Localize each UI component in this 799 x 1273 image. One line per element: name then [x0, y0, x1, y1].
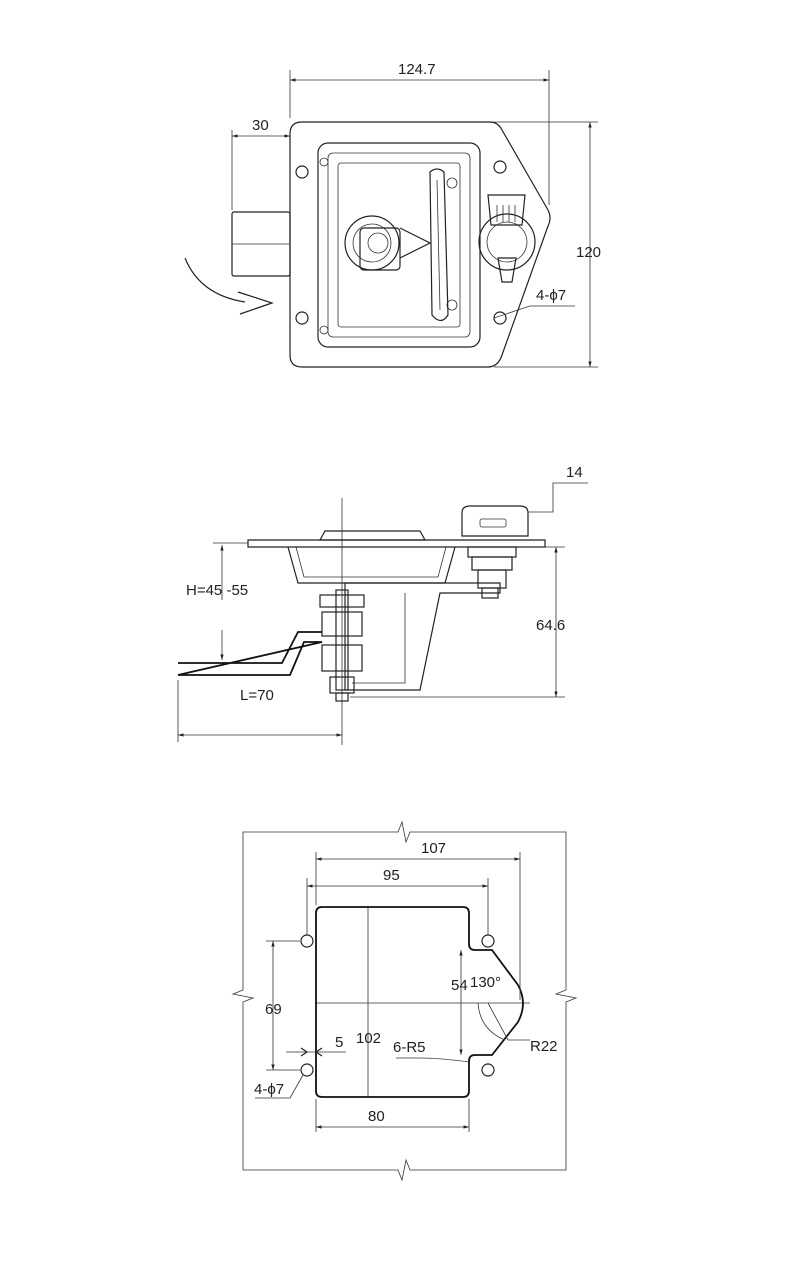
front-lock-inner [352, 223, 392, 263]
front-t-handle-ridge [436, 179, 441, 311]
side-cam-bracket-inner [352, 593, 406, 684]
cutout-dim-r22-leader [487, 1002, 530, 1041]
cutout-dim-102-label: 102 [356, 1030, 381, 1047]
side-pan [287, 546, 456, 584]
side-dim-depth-label: 64.6 [536, 617, 565, 634]
side-nut-2 [321, 611, 363, 637]
cutout-dim-r5-leader [396, 1057, 470, 1063]
side-nut-3 [321, 644, 363, 672]
front-plate-outline [289, 121, 551, 368]
cutout-dim-r5-label: 6-R5 [393, 1039, 426, 1056]
cutout-hole-tr [481, 934, 495, 948]
front-pan-dot-bl [319, 325, 329, 335]
cutout-dim-54-label: 54 [451, 977, 468, 994]
cutout-panel-border [231, 820, 578, 1182]
cutout-dim-5-arr-l [300, 1047, 309, 1057]
front-padlock-inner [486, 221, 528, 263]
side-padlock-body-1 [467, 546, 517, 558]
side-padlock-cap [461, 505, 529, 537]
side-handle-top [318, 530, 427, 541]
front-pan-dot-br [446, 299, 458, 311]
cutout-dim-holes-label: 4-ϕ7 [254, 1081, 284, 1098]
cutout-dim-r22-label: R22 [530, 1038, 558, 1055]
front-padlock-tab [497, 257, 517, 283]
side-latch-arm [177, 631, 323, 676]
front-lock-key [367, 232, 389, 254]
front-rotation-arrow-head [237, 291, 274, 315]
front-lock-body [359, 227, 401, 271]
front-pan-recess [337, 162, 461, 328]
side-padlock-body-2 [471, 556, 513, 571]
side-stud-tip [335, 692, 349, 702]
side-dim-14-leader [528, 482, 588, 513]
side-dim-h-label: H=45 -55 [186, 582, 248, 599]
side-dim-14-label: 14 [566, 464, 583, 481]
side-stud [335, 589, 349, 691]
front-hole-tr [493, 160, 507, 174]
cutout-angle-arc [477, 1002, 506, 1041]
front-pan-inner [327, 152, 471, 338]
side-pan-inner [295, 546, 447, 578]
side-flange [247, 539, 546, 548]
cutout-dim-5-arr-r [314, 1047, 323, 1057]
side-padlock-body-3 [477, 569, 507, 589]
cutout-dim-80-label: 80 [368, 1108, 385, 1125]
front-rotation-arrow [184, 257, 246, 303]
side-nut-1 [319, 594, 365, 608]
cutout-dim-107-label: 107 [421, 840, 446, 857]
cutout-hole-tl [300, 934, 314, 948]
front-pan-dot-tr [446, 177, 458, 189]
front-lock-arrow [399, 227, 432, 259]
front-dim-width-label: 124.7 [398, 61, 436, 78]
side-dim-l-label: L=70 [240, 687, 274, 704]
side-cam-bracket [344, 582, 501, 691]
front-dim-height-label: 120 [576, 244, 601, 261]
front-dim-holes-leader [493, 305, 575, 319]
front-t-handle [429, 168, 449, 322]
cutout-shape [315, 906, 524, 1098]
cutout-view: 107 95 69 54 130° 102 5 6-R5 R22 4-ϕ7 [231, 820, 578, 1182]
front-padlock-hasp-lines [496, 205, 516, 222]
cutout-dim-95-label: 95 [383, 867, 400, 884]
front-view: 124.7 30 120 4-ϕ7 [184, 61, 601, 368]
front-dim-offset-label: 30 [252, 117, 269, 134]
cutout-dim-69-label: 69 [265, 1001, 282, 1018]
front-pan-outer [317, 142, 481, 348]
cutout-dim-5-label: 5 [335, 1034, 343, 1051]
front-padlock-ring [478, 213, 536, 271]
front-pan-dot-tl [319, 157, 329, 167]
cutout-dim-holes-leader [255, 1074, 304, 1099]
front-dim-holes-label: 4-ϕ7 [536, 287, 566, 304]
cutout-dim-angle-label: 130° [470, 974, 501, 991]
side-view: 14 H=45 -55 64.6 L=70 [177, 464, 588, 745]
front-hole-bl [295, 311, 309, 325]
front-hole-tl [295, 165, 309, 179]
cutout-hole-bl [300, 1063, 314, 1077]
front-hole-br [493, 311, 507, 325]
side-padlock-key [479, 518, 507, 528]
cutout-hole-br [481, 1063, 495, 1077]
front-padlock-hasp [487, 194, 526, 226]
